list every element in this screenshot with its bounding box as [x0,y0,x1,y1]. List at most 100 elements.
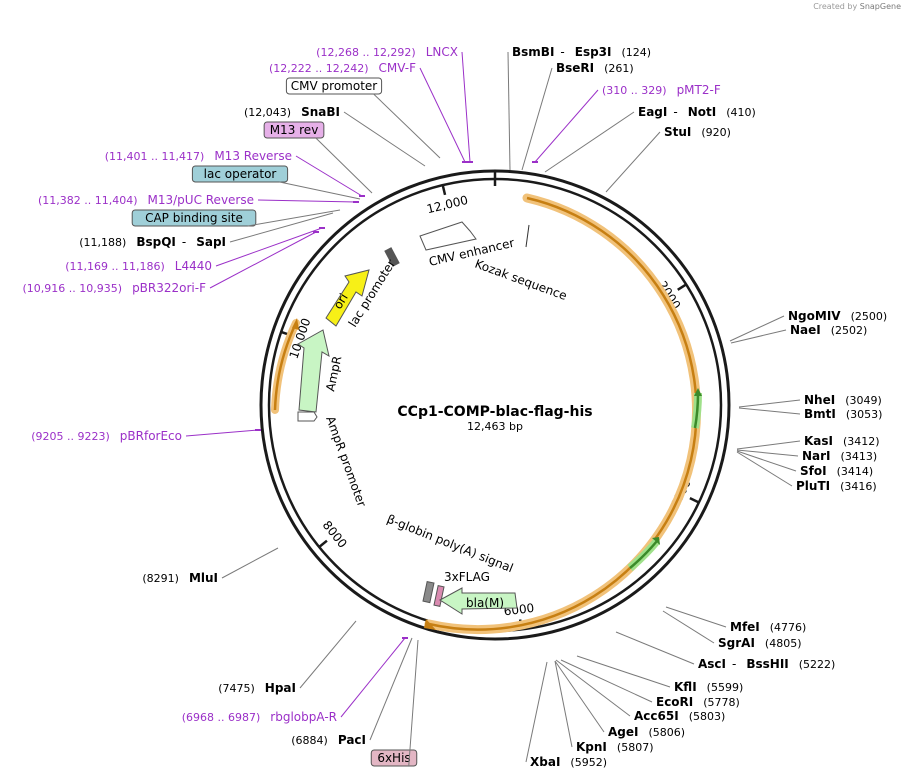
label-name: BsmBI [512,45,554,59]
pill-box [370,749,418,767]
label-text: EcoRI (5778) [656,695,740,709]
label-coords: (8291) [142,572,179,585]
label-acc65i: Acc65I(5803) [555,659,725,723]
leader-line [605,131,661,193]
leader-line [373,93,441,159]
label-sep: - [732,657,736,671]
label-name: MluI [189,571,218,585]
label-paci: (6884)PacI [291,637,413,747]
label-coords: (12,222 .. 12,242) [269,62,369,75]
label-nari: NarI(3413) [736,449,877,463]
label-text: (6884)PacI [291,733,366,747]
label-sep: - [182,235,186,249]
label-name: pBRforEco [120,429,182,443]
label-text: NaeI(2502) [790,323,867,337]
label-mfei: MfeI(4776) [665,606,806,634]
label-coords: (9205 .. 9223) [31,430,110,443]
leader-line [461,51,471,163]
label-nhei: NheI(3049) [738,393,882,408]
label-name: SgrAI [718,636,755,650]
green-feature-1-arrow [694,388,702,396]
label-name: MfeI [730,620,760,634]
leader-line [279,181,361,200]
watermark-text: Created by [813,2,858,11]
leader-line [247,209,341,227]
label-text: lac operator [204,167,277,181]
label-name: EcoRI [656,695,693,709]
label-name: NarI [802,449,831,463]
leader-line [209,231,317,289]
label-name: XbaI [530,755,560,769]
label-name: BspQI [136,235,176,249]
label-text: BsmBI-Esp3I(124) [512,45,651,59]
label-text: KpnI(5807) [576,740,653,754]
label-text: BmtI(3053) [804,407,882,421]
ampr-promoter-label: AmpR promoter [323,414,369,508]
label-text: (7475)HpaI [218,681,296,695]
leader-line [736,451,793,487]
plasmid-length: 12,463 bp [467,420,523,433]
label-coords: (11,169 .. 11,186) [65,260,165,273]
label-coords: (3412) [843,435,880,448]
label-coords: (5778) [703,696,740,709]
label-kfli: KflI(5599) [576,655,743,694]
label-snabi: (12,043) SnaBI [244,105,426,167]
label-coords: (12,043) [244,106,291,119]
cds-arrowhead [424,619,436,630]
label-name: pMT2-F [677,83,721,97]
label-kpni: KpnI(5807) [554,660,653,754]
leader-line [340,637,406,718]
leader-line [507,51,511,171]
label-name: CMV-F [379,61,417,75]
feature-labels: (12,268 .. 12,292)LNCX(12,222 .. 12,242)… [23,45,888,769]
leader-line [662,610,715,644]
pill-box [191,165,289,183]
label-coords: (920) [701,126,731,139]
label-m13rev: M13 rev [263,121,373,194]
label-text: AgeI(5806) [608,725,685,739]
ampr-label: AmpR [323,355,344,393]
label-coords: (410) [726,106,756,119]
label-name: StuI [664,125,691,139]
label-name: BmtI [804,407,836,421]
kozak-marker [525,224,530,248]
leader-line [554,660,573,748]
pill-box [285,77,383,95]
label-lacop: lac operator [191,165,361,200]
label-name: BssHII [746,657,788,671]
label-text: (9205 .. 9223) pBRforEco [31,429,182,443]
label-coords: (2500) [851,310,888,323]
ori-arrow [325,269,370,327]
leader-line [576,655,671,688]
leader-line [257,199,357,203]
label-text: SgrAI(4805) [718,636,801,650]
label-asci: AscI-BssHII(5222) [615,631,835,671]
flag-label: 3xFLAG [444,570,490,584]
label-sep: - [673,105,677,119]
snapgene-watermark: Created by SnapGene [813,2,901,11]
label-text: NarI(3413) [802,449,877,463]
label-name: SnaBI [301,105,340,119]
label-coords: (6884) [291,734,328,747]
label-coords: (5952) [570,756,607,769]
label-text: (12,043) SnaBI [244,105,340,119]
label-m13reverse: (11,401 .. 11,417)M13 Reverse [105,149,365,197]
leader-line [221,547,279,579]
label-kasi: KasI (3412) [736,434,880,450]
green-feature-2-arrow [652,537,660,545]
label-text: (11,188)BspQI-SapI [79,235,226,249]
pill-box [131,209,257,227]
label-text: NheI(3049) [804,393,882,407]
leader-line [736,450,797,472]
kozak-label: Kozak sequence [473,257,569,303]
label-name: LNCX [426,45,458,59]
label-stui: StuI (920) [605,125,731,193]
label-text: CAP binding site [145,211,243,225]
label-name: HpaI [265,681,296,695]
label-name: KasI [804,434,833,448]
label-name: PluTI [796,479,830,493]
label-hpai: (7475)HpaI [218,620,357,695]
label-name: AscI [698,657,726,671]
leader-line [525,661,548,763]
